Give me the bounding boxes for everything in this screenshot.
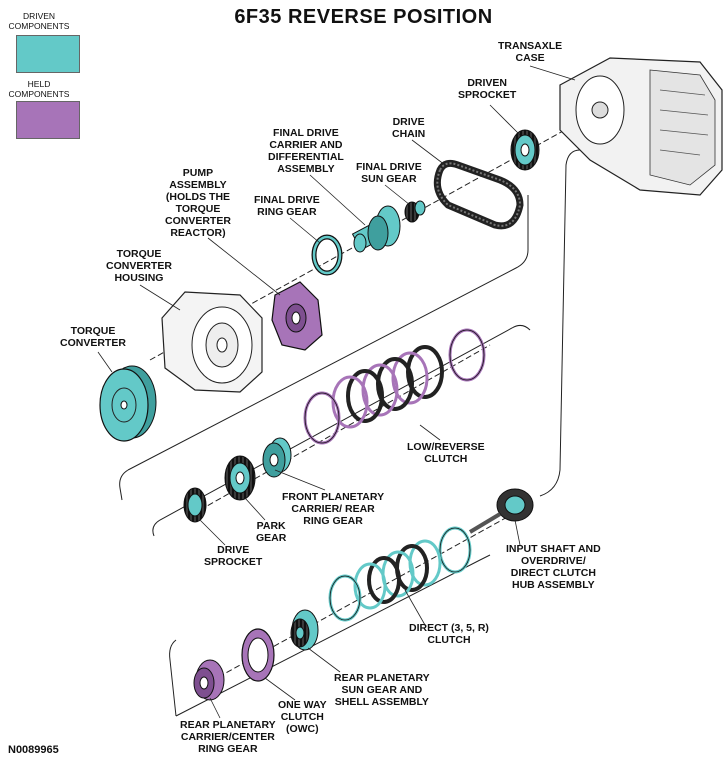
legend-held-label-line: HELD (27, 79, 51, 89)
label-transaxle-case: TRANSAXLE CASE (498, 40, 562, 64)
assembly-connector-lines (119, 149, 581, 717)
label-park-gear: PARK GEAR (256, 520, 286, 544)
label-line: FRONT PLANETARY (282, 491, 385, 503)
legend-held-label: HELD COMPONENTS (0, 79, 78, 99)
label-line: RING GEAR (303, 515, 363, 527)
label-line: DRIVE (392, 116, 425, 128)
label-line: INPUT SHAFT AND (506, 543, 601, 555)
drive-sprocket-lower (183, 487, 207, 523)
diagram-title: 6F35 REVERSE POSITION (234, 6, 493, 28)
label-line: REAR PLANETARY (180, 719, 276, 731)
label-front-planetary: FRONT PLANETARY CARRIER/ REAR RING GEAR (282, 491, 384, 527)
label-line: FINAL DRIVE (254, 194, 320, 206)
label-pump-assembly: PUMP ASSEMBLY (HOLDS THE TORQUE CONVERTE… (165, 167, 231, 239)
label-line: DIFFERENTIAL (268, 151, 344, 163)
final-drive-carrier-differential (351, 205, 401, 253)
legend-driven-label: DRIVEN COMPONENTS (0, 11, 78, 31)
legend-driven-label-line: DRIVEN (22, 11, 56, 21)
label-line: OVERDRIVE/ (520, 555, 586, 567)
label-line: LOW/REVERSE (407, 441, 485, 453)
label-torque-converter-housing: TORQUE CONVERTER HOUSING (106, 248, 172, 284)
label-line: CARRIER AND (269, 139, 343, 151)
rear-planetary-carrier (193, 659, 225, 701)
label-line: PUMP (182, 167, 214, 179)
label-line: CLUTCH (280, 711, 324, 723)
label-final-drive-sun-gear: FINAL DRIVE SUN GEAR (356, 161, 422, 185)
label-line: TORQUE (70, 325, 116, 337)
label-line: SHELL ASSEMBLY (334, 696, 429, 708)
label-line: ONE WAY (278, 699, 327, 711)
label-line: CONVERTER (106, 260, 172, 272)
label-input-shaft: INPUT SHAFT AND OVERDRIVE/ DIRECT CLUTCH… (506, 543, 601, 591)
label-line: DRIVE (217, 544, 250, 556)
label-line: TRANSAXLE (498, 40, 563, 52)
front-planetary-carrier (262, 437, 292, 478)
label-line: REACTOR) (170, 227, 226, 239)
label-line: TORQUE (116, 248, 162, 260)
label-line: GEAR (256, 532, 287, 544)
label-line: (OWC) (285, 723, 319, 735)
label-line: DIRECT (3, 5, R) (409, 622, 489, 634)
legend-driven-swatch (16, 35, 80, 73)
one-way-clutch (241, 628, 275, 682)
direct-clutch-pack (328, 526, 472, 622)
label-leader-lines (97, 65, 576, 719)
label-line: SPROCKET (458, 89, 517, 101)
transaxle-case (559, 57, 723, 196)
label-torque-converter: TORQUE CONVERTER (60, 325, 126, 349)
legend-driven-label-line: COMPONENTS (8, 21, 70, 31)
input-shaft-od-hub (468, 488, 534, 534)
label-drive-chain: DRIVE CHAIN (392, 116, 425, 140)
label-line: CARRIER/CENTER (180, 731, 275, 743)
legend-held-label-line: COMPONENTS (8, 89, 70, 99)
label-line: ASSEMBLY (169, 179, 227, 191)
label-line: HOUSING (114, 272, 164, 284)
label-one-way-clutch: ONE WAY CLUTCH (OWC) (278, 699, 327, 735)
label-line: DIRECT CLUTCH (510, 567, 596, 579)
figure-code: N0089965 (8, 744, 59, 756)
rear-planetary-sun-shell (290, 609, 319, 651)
legend-held-swatch (16, 101, 80, 139)
label-low-reverse-clutch: LOW/REVERSE CLUTCH (407, 441, 485, 465)
label-line: FINAL DRIVE (273, 127, 339, 139)
label-line: REAR PLANETARY (334, 672, 430, 684)
label-line: SUN GEAR (361, 173, 417, 185)
label-line: CONVERTER (165, 215, 231, 227)
label-rear-planetary-carrier: REAR PLANETARY CARRIER/CENTER RING GEAR (180, 719, 276, 755)
label-line: CLUTCH (427, 634, 471, 646)
torque-converter-housing (161, 291, 263, 393)
drive-chain (433, 159, 524, 230)
label-line: DRIVEN (467, 77, 508, 89)
label-line: SPROCKET (204, 556, 263, 568)
label-drive-sprocket: DRIVE SPROCKET (204, 544, 262, 568)
label-final-drive-ring-gear: FINAL DRIVE RING GEAR (254, 194, 320, 218)
torque-converter (99, 365, 157, 442)
label-line: ASSEMBLY (277, 163, 335, 175)
final-drive-sun-gear (404, 200, 426, 223)
label-line: RING GEAR (198, 743, 258, 755)
pump-assembly (271, 281, 323, 351)
label-line: CHAIN (392, 128, 426, 140)
label-line: CASE (515, 52, 545, 64)
driven-sprocket (510, 129, 540, 171)
label-final-drive-carrier: FINAL DRIVE CARRIER AND DIFFERENTIAL ASS… (268, 127, 344, 175)
label-line: CLUTCH (424, 453, 468, 465)
label-line: PARK (256, 520, 286, 532)
label-line: CONVERTER (60, 337, 126, 349)
label-line: CARRIER/ REAR (291, 503, 375, 515)
low-reverse-clutch-pack (303, 328, 486, 445)
label-line: (HOLDS THE (165, 191, 231, 203)
label-line: SUN GEAR AND (341, 684, 423, 696)
park-gear (224, 455, 256, 501)
label-line: RING GEAR (257, 206, 317, 218)
label-line: FINAL DRIVE (356, 161, 422, 173)
label-direct-clutch: DIRECT (3, 5, R) CLUTCH (409, 622, 489, 646)
label-line: TORQUE (175, 203, 221, 215)
label-line: HUB ASSEMBLY (512, 579, 595, 591)
label-rear-planetary-sun: REAR PLANETARY SUN GEAR AND SHELL ASSEMB… (334, 672, 430, 708)
final-drive-ring-gear (311, 234, 343, 276)
label-driven-sprocket: DRIVEN SPROCKET (458, 77, 516, 101)
